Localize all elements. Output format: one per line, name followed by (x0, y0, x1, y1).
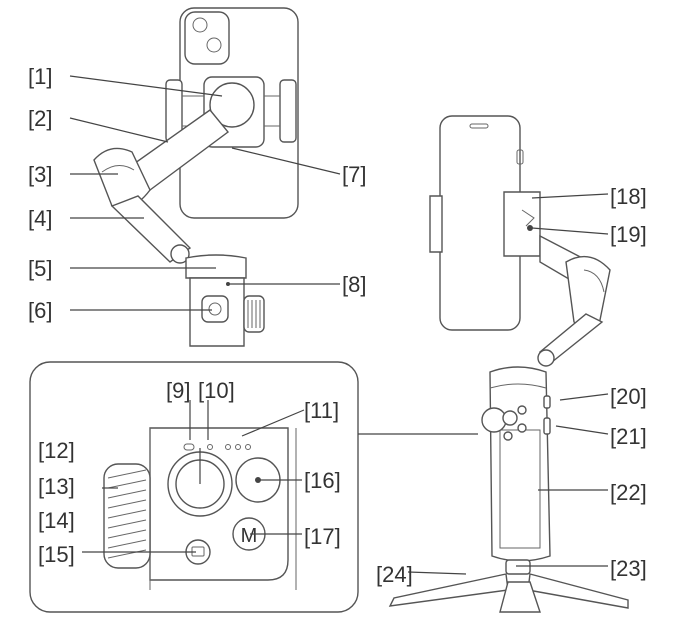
detail-frame (29, 361, 359, 613)
battery-indicator (207, 444, 213, 450)
mode-light-1 (225, 444, 231, 450)
camera-module (184, 11, 230, 65)
left-gimbal-illustration (93, 7, 299, 347)
pan-motor (170, 244, 190, 264)
control-panel-detail: M (29, 361, 478, 613)
label-11: [11] (304, 398, 339, 423)
camera-lens-icon (192, 17, 208, 33)
mode-button-glyph: M (241, 525, 258, 547)
thumbwheel-icon (243, 295, 265, 333)
thumbwheel-icon (481, 407, 507, 433)
label-7: [7] (342, 162, 366, 187)
mode-light-3 (245, 444, 251, 450)
label-8: [8] (342, 272, 366, 297)
label-17: [17] (304, 524, 341, 549)
record-button (517, 405, 527, 415)
label-24: [24] (376, 562, 413, 587)
label-16: [16] (304, 468, 341, 493)
label-15: [15] (38, 542, 75, 567)
leader-lines (69, 75, 609, 575)
mode-button (517, 423, 527, 433)
right-gimbal-illustration (388, 115, 629, 613)
label-3: [3] (28, 162, 52, 187)
earpiece (469, 123, 489, 129)
status-indicator (183, 443, 195, 451)
label-23: [23] (610, 556, 647, 581)
label-6: [6] (28, 298, 52, 323)
label-21: [21] (610, 424, 647, 449)
lower-arm (110, 195, 192, 263)
label-12: [12] (38, 438, 75, 463)
label-4: [4] (28, 206, 52, 231)
thumbwheel-icon (103, 463, 151, 569)
quick-launch-button (503, 431, 513, 441)
mode-light-2 (235, 444, 241, 450)
label-10: [10] (198, 378, 235, 403)
joystick-button (502, 410, 518, 426)
label-14: [14] (38, 508, 75, 533)
side-button-top (543, 395, 551, 409)
label-13: [13] (38, 474, 75, 499)
handle-top (185, 254, 247, 279)
clamp-right-jaw (279, 79, 297, 143)
label-5: [5] (28, 256, 52, 281)
tripod-icon (388, 559, 629, 613)
side-button-bottom (543, 417, 551, 435)
phone-clamp (503, 191, 541, 257)
clamp-motor (209, 82, 255, 128)
joystick-button (201, 295, 229, 323)
callout-labels: [1] [2] [3] [4] [5] [6] [7] [8] [9] [10]… (28, 64, 647, 587)
label-1: [1] (28, 64, 52, 89)
label-20: [20] (610, 384, 647, 409)
handle-grip (499, 429, 541, 549)
label-22: [22] (610, 480, 647, 505)
clamp-screw (527, 225, 533, 231)
label-19: [19] (610, 222, 647, 247)
camera-lens-icon (206, 37, 222, 53)
label-2: [2] (28, 106, 52, 131)
label-18: [18] (610, 184, 647, 209)
label-9: [9] (166, 378, 190, 403)
clamp-jaw (429, 195, 443, 253)
pan-motor (537, 349, 555, 367)
handle-body (489, 366, 551, 562)
